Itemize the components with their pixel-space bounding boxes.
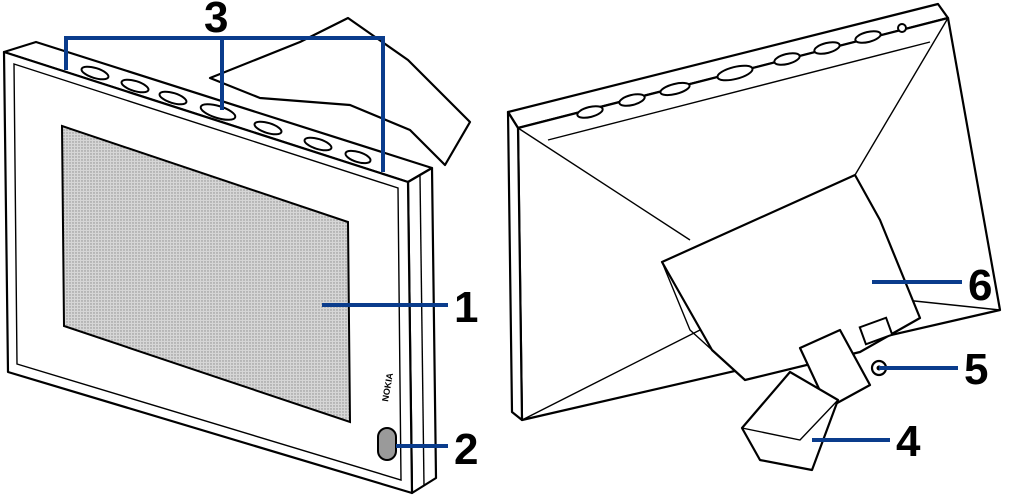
front-view: NOKIA (2, 16, 472, 495)
back-button (659, 81, 691, 97)
back-view (506, 2, 1002, 472)
callout-4-label: 4 (896, 417, 921, 466)
back-button (576, 105, 604, 119)
front-button (80, 65, 110, 81)
back-button (854, 30, 882, 44)
back-button (618, 93, 646, 107)
front-button (344, 149, 372, 165)
callout-6-label: 6 (968, 261, 992, 310)
callout-3-label: 3 (204, 0, 228, 42)
back-indicator (897, 23, 907, 33)
connector-plug (740, 370, 840, 472)
callout-1-label: 1 (454, 283, 478, 332)
front-button (303, 136, 333, 152)
callout-2-label: 2 (454, 425, 478, 474)
front-button (253, 120, 283, 136)
front-button (199, 103, 237, 121)
front-stand-back (208, 16, 472, 167)
callout-3-bracket (64, 36, 385, 172)
front-button (158, 90, 188, 106)
display-screen (60, 124, 352, 424)
back-button (716, 64, 754, 82)
front-top-buttons (80, 65, 372, 165)
front-button (120, 78, 150, 94)
back-button (773, 52, 801, 66)
back-top-buttons (576, 23, 907, 119)
callouts: 3 1 2 6 5 4 (64, 0, 992, 474)
callout-5-label: 5 (964, 345, 988, 394)
front-oval-button (377, 427, 397, 461)
connector-socket (858, 316, 894, 346)
back-button (813, 41, 841, 55)
